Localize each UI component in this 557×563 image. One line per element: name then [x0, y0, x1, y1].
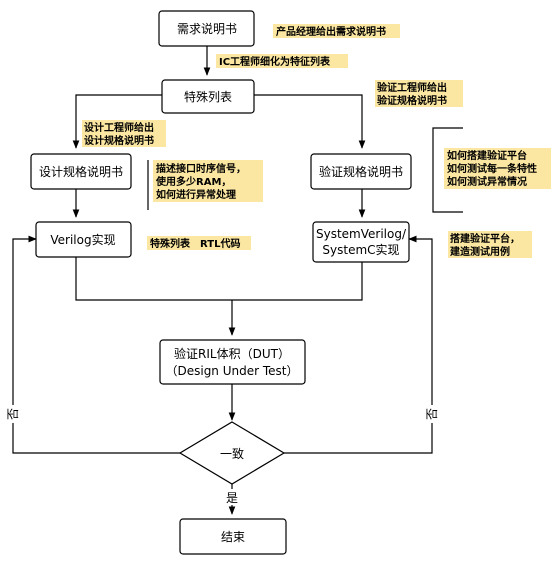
node-end: [179, 518, 287, 555]
edge-label-no-left: 否: [6, 408, 20, 420]
edge-no-left-loop: [12, 235, 180, 454]
node-decision-label: 一致: [220, 447, 244, 461]
note-verif-detail-line2: 如何测试每一条特性: [447, 162, 537, 175]
node-requirements: [158, 10, 255, 47]
note-verif-eng-line2: 验证规格说明书: [377, 94, 447, 107]
node-feature-list: [161, 79, 255, 114]
node-sv-impl-label-line1: SystemVerilog/: [316, 227, 407, 241]
node-sv-impl-label-line2: SystemC实现: [322, 242, 399, 257]
node-feature-list-label: 特殊列表: [184, 89, 232, 104]
node-verilog-impl: [35, 221, 132, 258]
node-verification-spec: [310, 153, 412, 190]
note-ic-highlight: [216, 54, 348, 68]
verif-detail-bracket: [432, 127, 463, 213]
note-platform-highlight: [448, 231, 532, 258]
node-sv-impl: [312, 221, 410, 263]
note-ic: IC工程师细化为特征列表: [219, 55, 331, 68]
edge-label-yes: 是: [226, 491, 238, 505]
note-pm: 产品经理给出需求说明书: [276, 25, 386, 38]
note-platform-line1: 搭建验证平台，: [450, 232, 520, 245]
node-dut: [159, 339, 306, 385]
node-end-label: 结束: [221, 530, 245, 544]
edge-labels: 否 否 是: [4, 405, 441, 505]
node-requirements-label: 需求说明书: [177, 21, 237, 36]
note-verif-eng-line1: 验证工程师给出: [377, 81, 447, 94]
note-design-detail-highlight: [153, 160, 263, 202]
note-design-eng-line2: 设计规格说明书: [84, 134, 154, 147]
edge-label-no-right-bg: [423, 405, 441, 423]
node-design-spec: [30, 153, 132, 190]
note-design-eng-highlight: [82, 120, 166, 147]
node-verilog-impl-label: Verilog实现: [50, 232, 115, 247]
note-feature-rtl: 特殊列表 RTL代码: [150, 237, 240, 250]
note-verif-detail-line1: 如何搭建验证平台: [447, 149, 527, 162]
note-design-detail-line2: 使用多少RAM，: [155, 175, 231, 188]
note-pm-highlight: [273, 24, 400, 38]
note-verif-detail-highlight: [444, 148, 551, 189]
note-verif-detail-line3: 如何测试异常情况: [447, 175, 527, 188]
node-decision: [178, 421, 286, 485]
note-feature-rtl-highlight: [147, 236, 251, 250]
nodes: 需求说明书 特殊列表 设计规格说明书 验证规格说明书 Verilog实现 Sys…: [30, 10, 412, 555]
edge-label-yes-bg: [222, 489, 242, 505]
edge-label-no-left-bg: [4, 405, 22, 423]
edge-label-no-right: 否: [425, 408, 439, 420]
note-design-detail-line3: 如何进行异常处理: [156, 188, 236, 201]
node-dut-label-line2: （Design Under Test）: [165, 364, 298, 378]
node-dut-label-line1: 验证RIL体积（DUT）: [174, 346, 290, 361]
edge-no-right-loop: [284, 235, 433, 454]
node-verification-spec-label: 验证规格说明书: [319, 164, 403, 179]
note-platform-line2: 建造测试用例: [449, 245, 510, 258]
edge-features-to-design: [72, 94, 162, 149]
note-design-detail-line1: 描述接口时序信号，: [156, 162, 246, 175]
note-verif-eng-highlight: [375, 80, 463, 107]
connectors: [12, 46, 463, 515]
node-design-spec-label: 设计规格说明书: [39, 164, 123, 179]
edge-merge: [75, 257, 363, 301]
annotations: 产品经理给出需求说明书 IC工程师细化为特征列表 设计工程师给出 设计规格说明书…: [82, 24, 551, 258]
edge-features-to-verif: [254, 94, 366, 149]
note-design-eng-line1: 设计工程师给出: [84, 121, 154, 134]
